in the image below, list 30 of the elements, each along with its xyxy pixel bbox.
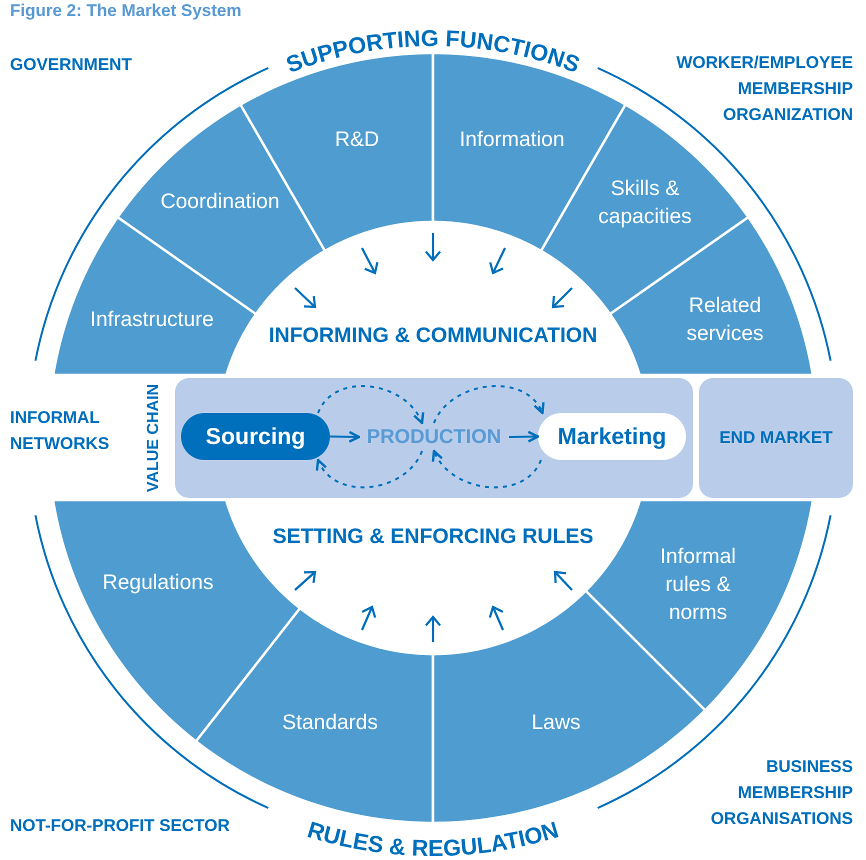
segment-label: R&D	[334, 127, 380, 153]
dashed-arrow	[317, 385, 424, 424]
arrow	[508, 430, 540, 443]
section-heading: SETTING & ENFORCING RULES	[272, 524, 594, 550]
actor-label: GOVERNMENT	[10, 54, 132, 76]
actor-label: NOT-FOR-PROFIT SECTOR	[10, 815, 230, 837]
dashed-arrow	[432, 450, 542, 488]
stage-pill: Marketing	[538, 413, 686, 460]
segment-label: Skills & capacities	[597, 176, 693, 230]
segment-label: Information	[459, 127, 565, 153]
segment-label: Laws	[531, 710, 581, 736]
band-heading: VALUE CHAIN	[144, 382, 163, 494]
dashed-arrow	[433, 385, 544, 424]
actor-label: INFORMAL NETWORKS	[10, 407, 110, 455]
segment-label: Infrastructure	[90, 307, 214, 333]
end-market-box: END MARKET	[699, 378, 853, 498]
actor-label: BUSINESS MEMBERSHIP ORGANISATIONS	[710, 756, 853, 830]
stage-pill: Sourcing	[181, 413, 330, 460]
figure-title: Figure 2: The Market System	[10, 0, 242, 22]
segment-label: Standards	[282, 710, 378, 736]
ring-title: RULES & REGULATION	[304, 816, 562, 860]
segment-label: Regulations	[102, 570, 214, 596]
stage-label: PRODUCTION	[359, 423, 509, 451]
section-heading: INFORMING & COMMUNICATION	[268, 323, 598, 349]
segment-label: Related services	[685, 293, 765, 347]
segment-label: Informal rules & norms	[659, 544, 737, 626]
actor-label: WORKER/EMPLOYEE MEMBERSHIP ORGANIZATION	[675, 52, 853, 126]
arrow	[330, 430, 360, 443]
dashed-arrow	[316, 450, 423, 488]
segment-label: Coordination	[160, 189, 280, 215]
